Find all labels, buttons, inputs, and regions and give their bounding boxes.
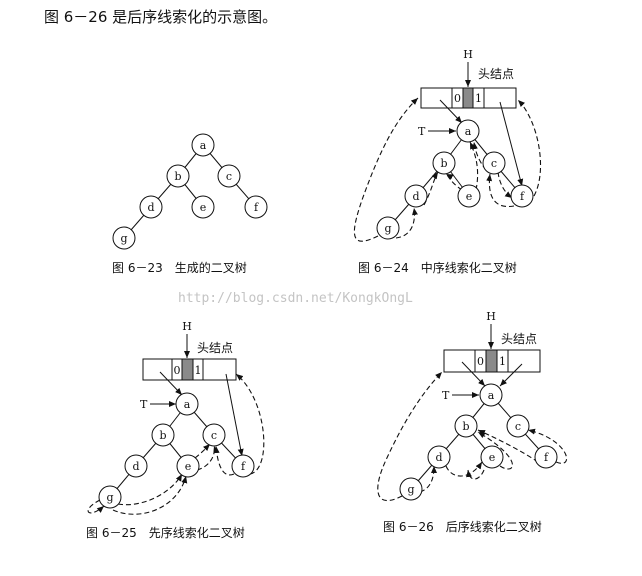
- svg-text:a: a: [465, 125, 472, 138]
- figure-6-23: a b c d e f g 图 6－23 生成的二叉树: [112, 133, 268, 275]
- svg-text:b: b: [440, 157, 447, 170]
- tree-node-a: a: [175, 392, 199, 416]
- tree-node-e: e: [191, 195, 215, 219]
- figure-caption: 图 6－25 先序线索化二叉树: [86, 525, 245, 540]
- tree-node-e: e: [480, 445, 504, 469]
- tag-left: 0: [477, 355, 484, 368]
- tree-node-e: e: [457, 184, 481, 208]
- tag-right: 1: [475, 92, 482, 105]
- svg-text:g: g: [120, 232, 127, 245]
- svg-text:b: b: [462, 420, 469, 433]
- svg-text:d: d: [132, 460, 139, 473]
- svg-text:e: e: [185, 460, 192, 473]
- svg-text:c: c: [515, 420, 521, 433]
- tree-node-d: d: [404, 184, 428, 208]
- root-pointer-label: T: [418, 125, 426, 138]
- tree-node-b: b: [151, 423, 175, 447]
- tag-right: 1: [499, 355, 506, 368]
- tree-node-g: g: [112, 226, 136, 250]
- tree-node-b: b: [432, 151, 456, 175]
- page-heading: 图 6－26 是后序线索化的示意图。: [44, 8, 278, 26]
- tree-node-c: c: [482, 151, 506, 175]
- head-node: 0 1: [420, 87, 517, 109]
- tree-node-a: a: [479, 383, 503, 407]
- root-pointer-label: T: [140, 398, 148, 411]
- svg-text:d: d: [435, 451, 442, 464]
- head-node: 0 1: [142, 358, 237, 381]
- head-node-label: 头结点: [478, 67, 514, 81]
- figure-caption: 图 6－26 后序线索化二叉树: [383, 519, 542, 534]
- figure-caption: 图 6－24 中序线索化二叉树: [358, 260, 517, 275]
- tree-node-b: b: [166, 164, 190, 188]
- svg-text:d: d: [412, 190, 419, 203]
- figure-caption: 图 6－23 生成的二叉树: [112, 260, 247, 275]
- svg-text:a: a: [200, 139, 207, 152]
- svg-text:g: g: [106, 491, 113, 504]
- svg-text:f: f: [520, 190, 525, 203]
- svg-text:a: a: [488, 389, 495, 402]
- tree-node-f: f: [534, 445, 558, 469]
- tree-node-g: g: [376, 216, 400, 240]
- tree-node-a: a: [191, 133, 215, 157]
- tree-node-f: f: [244, 195, 268, 219]
- tree-node-b: b: [454, 414, 478, 438]
- svg-text:c: c: [211, 429, 217, 442]
- tree-node-d: d: [427, 445, 451, 469]
- svg-text:e: e: [466, 190, 473, 203]
- root-pointer-label: T: [442, 389, 450, 402]
- svg-text:e: e: [489, 451, 496, 464]
- head-node: 0 1: [443, 349, 541, 373]
- svg-text:f: f: [241, 460, 246, 473]
- svg-text:a: a: [184, 398, 191, 411]
- figure-6-25: 0 1 H 头结点 T a b c: [86, 320, 265, 540]
- tree-node-a: a: [456, 119, 480, 143]
- svg-text:c: c: [226, 170, 232, 183]
- tag-right: 1: [195, 364, 202, 377]
- tree-node-g: g: [98, 485, 122, 509]
- tree-node-f: f: [510, 184, 534, 208]
- tree-node-d: d: [139, 195, 163, 219]
- tree-node-c: c: [217, 164, 241, 188]
- head-node-label: 头结点: [501, 332, 537, 346]
- svg-text:f: f: [544, 451, 549, 464]
- watermark-text: http://blog.csdn.net/KongkOngL: [178, 291, 413, 306]
- figure-6-24: 0 1 H 头结点 T: [353, 48, 541, 275]
- figure-6-26: 0 1 H 头结点 T a b c: [377, 310, 567, 534]
- svg-text:g: g: [384, 222, 391, 235]
- svg-text:d: d: [147, 201, 154, 214]
- head-pointer-label: H: [182, 320, 192, 333]
- svg-text:f: f: [254, 201, 259, 214]
- head-pointer-label: H: [486, 310, 496, 323]
- head-pointer-label: H: [463, 48, 473, 61]
- tree-node-c: c: [202, 423, 226, 447]
- svg-text:g: g: [407, 483, 414, 496]
- svg-text:e: e: [200, 201, 207, 214]
- svg-text:b: b: [174, 170, 181, 183]
- tree-node-g: g: [399, 477, 423, 501]
- svg-text:b: b: [159, 429, 166, 442]
- tag-left: 0: [454, 92, 461, 105]
- svg-text:c: c: [491, 157, 497, 170]
- tree-node-c: c: [506, 414, 530, 438]
- tree-node-f: f: [231, 454, 255, 478]
- tree-node-d: d: [124, 454, 148, 478]
- tree-node-e: e: [176, 454, 200, 478]
- tag-left: 0: [174, 364, 181, 377]
- head-node-label: 头结点: [197, 341, 233, 355]
